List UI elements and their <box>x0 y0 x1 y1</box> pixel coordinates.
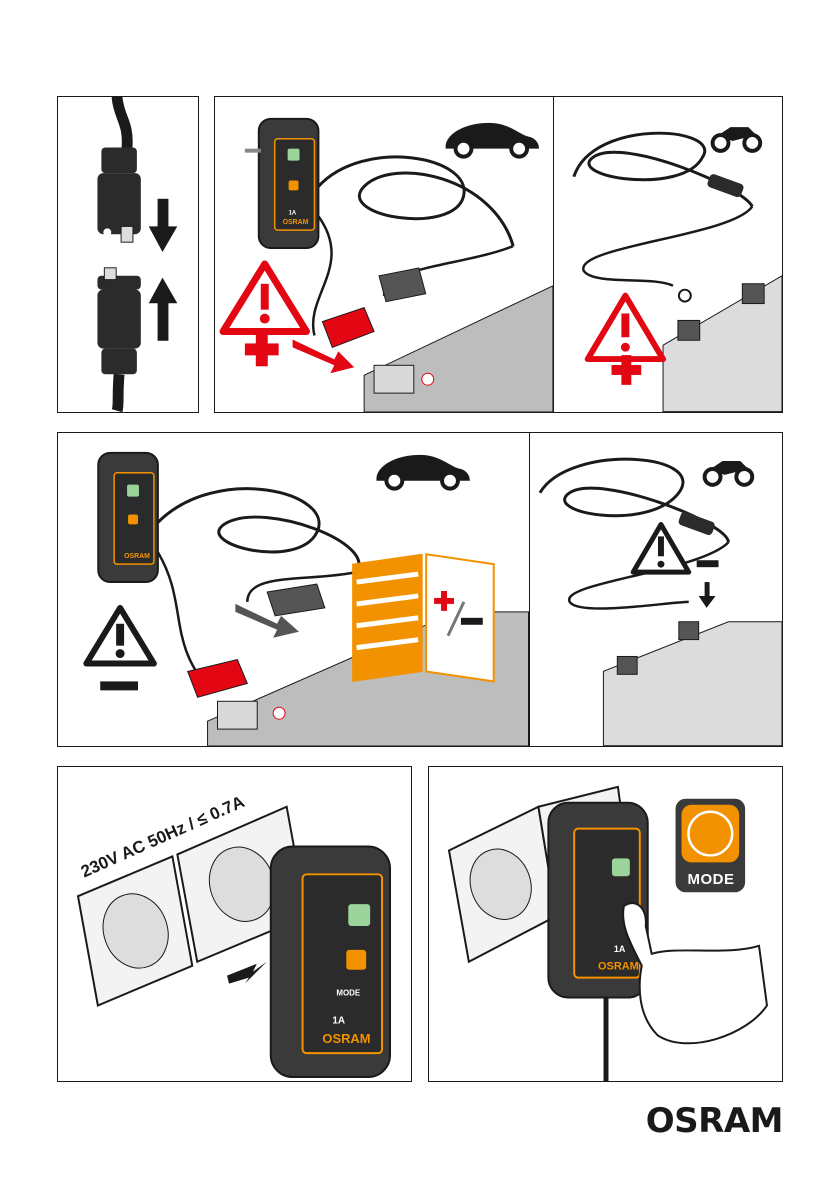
mode-button-label: MODE <box>676 871 746 888</box>
arrow-icon <box>293 339 355 373</box>
car-negative-connection-panel: OSRAM <box>57 432 530 747</box>
svg-text:OSRAM: OSRAM <box>124 553 150 560</box>
moto-negative-connection-panel <box>529 432 783 747</box>
warning-triangle-icon <box>223 264 306 332</box>
charger-device: 1A OSRAM <box>548 803 647 998</box>
motorcycle-icon <box>713 127 761 151</box>
warning-triangle-icon <box>588 296 663 359</box>
battery <box>603 622 782 746</box>
red-clamp <box>322 308 374 348</box>
car-positive-connection-panel: 1A OSRAM <box>214 96 554 413</box>
moto-positive-connection-panel <box>553 96 783 413</box>
minus-icon <box>461 618 483 625</box>
warning-triangle-icon <box>633 525 689 573</box>
warning-triangle-icon <box>86 608 154 664</box>
black-clamp <box>379 268 426 302</box>
car-icon <box>446 123 539 157</box>
red-clamp <box>188 660 248 698</box>
arrow-down-icon <box>149 199 178 252</box>
connector-panel <box>57 96 199 413</box>
arrow-down-icon <box>699 582 716 608</box>
arrow-icon <box>227 962 267 984</box>
charger-device: MODE 1A OSRAM <box>271 846 390 1077</box>
minus-icon <box>100 681 138 690</box>
osram-logo: OSRAM <box>646 1101 783 1141</box>
minus-icon <box>697 560 719 567</box>
charger-device: 1A OSRAM <box>245 119 319 248</box>
charger-device: OSRAM <box>98 453 158 582</box>
battery <box>663 276 782 412</box>
svg-text:MODE: MODE <box>336 989 360 998</box>
connector-illustration <box>58 97 198 412</box>
svg-text:1A: 1A <box>332 1015 345 1026</box>
svg-text:1A: 1A <box>614 944 626 954</box>
battery <box>364 286 553 412</box>
press-mode-panel: 1A OSRAM <box>428 766 783 1082</box>
black-clamp <box>267 584 325 616</box>
svg-text:OSRAM: OSRAM <box>322 1031 370 1046</box>
hand-icon <box>623 903 767 1043</box>
arrow-up-icon <box>149 278 178 341</box>
svg-text:OSRAM: OSRAM <box>598 961 639 973</box>
device-brand: OSRAM <box>283 219 309 226</box>
motorcycle-icon <box>705 461 753 485</box>
svg-text:1A: 1A <box>289 210 297 216</box>
plus-icon <box>245 333 279 367</box>
car-icon <box>376 455 469 489</box>
